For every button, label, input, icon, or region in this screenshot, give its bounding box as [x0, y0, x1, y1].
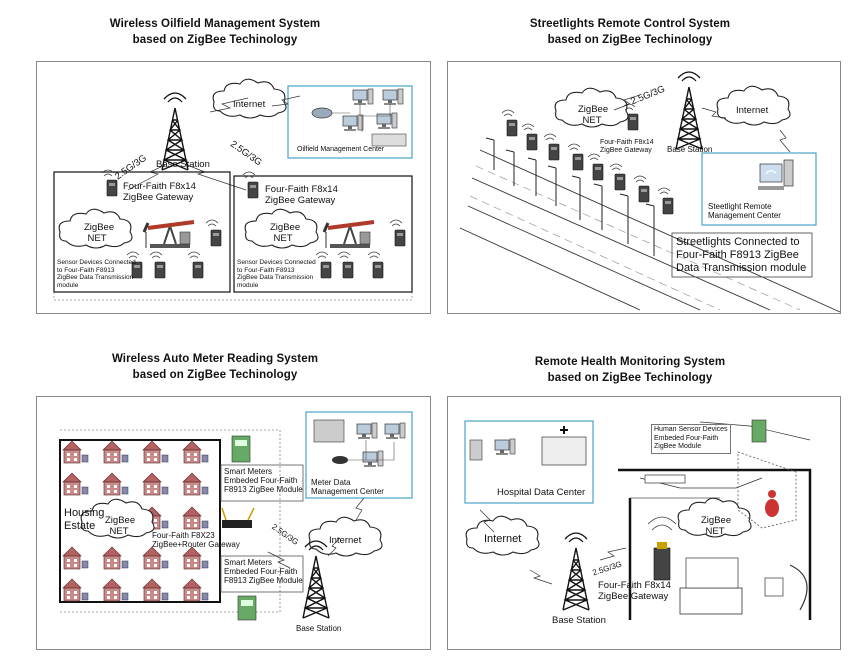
- meter-zigbee-line1: ZigBee: [105, 515, 136, 526]
- streetlights-zigbee-line1: ZigBee: [578, 104, 609, 115]
- oilfield-gateway-a-line2: ZigBee Gateway: [123, 192, 194, 203]
- meter-smart-a-line3: F8913 ZigBee Module: [224, 485, 303, 494]
- streetlights-gateway: Four-Faith F8x14 ZigBee Gateway: [600, 139, 654, 154]
- meter-housing-line1: Housing: [64, 507, 105, 519]
- meter-center-line1: Meter Data: [311, 478, 351, 487]
- oilfield-sensor-a-line2: to Four-Faith F8913: [57, 266, 115, 274]
- streetlights-module-line1: Streetlights Connected to: [676, 236, 800, 248]
- oilfield-sensor-b-line2: to Four-Faith F8913: [237, 266, 295, 274]
- health-zigbee-line1: ZigBee: [701, 515, 732, 526]
- health-title: Remote Health Monitoring System based on…: [475, 354, 785, 386]
- oilfield-gateway-a: Four-Faith F8x14 ZigBee Gateway: [123, 181, 196, 203]
- meter-zigbee: ZigBee NET: [105, 515, 136, 537]
- oilfield-zigbee-a-line2: NET: [87, 233, 107, 244]
- meter-housing-estate: Housing Estate: [64, 507, 104, 533]
- oilfield-zigbee-b: ZigBee NET: [270, 222, 301, 244]
- oilfield-gateway-a-line1: Four-Faith F8x14: [123, 181, 196, 192]
- meter-smart-a-line2: Embeded Four-Faith: [224, 476, 298, 485]
- oilfield-zigbee-b-line1: ZigBee: [270, 222, 301, 233]
- oilfield-title: Wireless Oilfield Management System base…: [60, 16, 370, 48]
- health-zigbee-line2: NET: [705, 526, 725, 537]
- streetlights-zigbee: ZigBee NET: [578, 104, 609, 126]
- meter-zigbee-line2: NET: [109, 526, 129, 537]
- meter-title-line1: Wireless Auto Meter Reading System: [111, 353, 319, 365]
- oilfield-sensor-a-line4: module: [57, 281, 79, 289]
- streetlights-gateway-line1: Four-Faith F8x14: [600, 139, 654, 146]
- oilfield-sensor-b-line1: Sensor Devices Connected: [237, 259, 316, 266]
- oilfield-sensor-b-line4: module: [237, 281, 259, 289]
- streetlights-center-line1: Steetlight Remote: [708, 202, 772, 211]
- health-sensor-line3: ZigBee Module: [654, 443, 702, 450]
- oilfield-title-line2: based on ZigBee Techinology: [132, 34, 298, 46]
- streetlights-module: Streetlights Connected to Four-Faith F89…: [676, 236, 806, 275]
- oilfield-sensor-a-line3: ZigBee Data Transmission: [57, 274, 134, 281]
- meter-smart-a-line1: Smart Meters: [224, 467, 273, 476]
- oilfield-zigbee-a: ZigBee NET: [84, 222, 115, 244]
- streetlights-module-line3: Data Transmission module: [676, 262, 807, 274]
- oilfield-internet-label: Internet: [233, 99, 266, 110]
- health-sensor-line2: Embeded Four-Faith: [654, 434, 719, 442]
- oilfield-gateway-b-line2: ZigBee Gateway: [265, 195, 336, 206]
- streetlights-base-station-label: Base Station: [667, 145, 713, 154]
- oilfield-base-station-label: Base Station: [156, 159, 210, 170]
- meter-center: Meter Data Management Center: [311, 478, 384, 496]
- health-internet-label: Internet: [484, 533, 522, 545]
- streetlights-title-line1: Streetlights Remote Control System: [529, 18, 731, 30]
- health-zigbee: ZigBee NET: [701, 515, 732, 537]
- health-title-line1: Remote Health Monitoring System: [534, 356, 726, 368]
- meter-smart-b-line1: Smart Meters: [224, 558, 273, 567]
- meter-internet-label: Internet: [329, 535, 362, 546]
- oilfield-title-line1: Wireless Oilfield Management System: [109, 18, 321, 30]
- streetlights-center-line2: Management Center: [708, 211, 781, 220]
- oilfield-zigbee-b-line2: NET: [273, 233, 293, 244]
- meter-smart-b: Smart Meters Embeded Four-Faith F8913 Zi…: [224, 558, 303, 585]
- oilfield-gateway-b: Four-Faith F8x14 ZigBee Gateway: [265, 184, 338, 206]
- meter-smart-a: Smart Meters Embeded Four-Faith F8913 Zi…: [224, 467, 303, 494]
- health-title-line2: based on ZigBee Techinology: [547, 372, 713, 384]
- health-sensor-line1: Human Sensor Devices: [654, 426, 728, 433]
- meter-router-line2: ZigBee+Router Gateway: [152, 540, 240, 549]
- oilfield-center-label: Oilfield Management Center: [297, 146, 385, 153]
- meter-housing-line2: Estate: [64, 520, 96, 532]
- streetlights-title: Streetlights Remote Control System based…: [475, 16, 785, 48]
- oilfield-zigbee-a-line1: ZigBee: [84, 222, 115, 233]
- meter-router: Four-Faith F8X23 ZigBee+Router Gateway: [152, 531, 240, 549]
- oilfield-sensor-a-line1: Sensor Devices Connected: [57, 259, 136, 266]
- health-gateway: Four-Faith F8x14 ZigBee Gateway: [598, 580, 671, 602]
- meter-smart-b-line2: Embeded Four-Faith: [224, 567, 298, 576]
- oilfield-sensor-b: Sensor Devices Connected to Four-Faith F…: [237, 259, 316, 289]
- meter-center-line2: Management Center: [311, 487, 384, 496]
- streetlights-zigbee-line2: NET: [582, 115, 602, 126]
- oilfield-sensor-a: Sensor Devices Connected to Four-Faith F…: [57, 259, 136, 289]
- oilfield-sensor-b-line3: ZigBee Data Transmission: [237, 274, 314, 281]
- meter-title: Wireless Auto Meter Reading System based…: [60, 351, 370, 383]
- oilfield-gateway-b-line1: Four-Faith F8x14: [265, 184, 338, 195]
- health-gateway-line2: ZigBee Gateway: [598, 591, 669, 602]
- health-gateway-line1: Four-Faith F8x14: [598, 580, 671, 591]
- health-base-station-label: Base Station: [552, 615, 606, 626]
- streetlights-center: Steetlight Remote Management Center: [708, 202, 781, 220]
- meter-base-station-label: Base Station: [296, 624, 342, 633]
- health-hospital-label: Hospital Data Center: [497, 487, 586, 498]
- health-sensor: Human Sensor Devices Embeded Four-Faith …: [651, 424, 731, 454]
- meter-title-line2: based on ZigBee Techinology: [132, 369, 298, 381]
- streetlights-title-line2: based on ZigBee Techinology: [547, 34, 713, 46]
- streetlights-gateway-line2: ZigBee Gateway: [600, 146, 652, 154]
- streetlights-module-line2: Four-Faith F8913 ZigBee: [676, 249, 799, 261]
- meter-router-line1: Four-Faith F8X23: [152, 531, 215, 540]
- meter-smart-b-line3: F8913 ZigBee Module: [224, 576, 303, 585]
- streetlights-internet-label: Internet: [736, 105, 769, 116]
